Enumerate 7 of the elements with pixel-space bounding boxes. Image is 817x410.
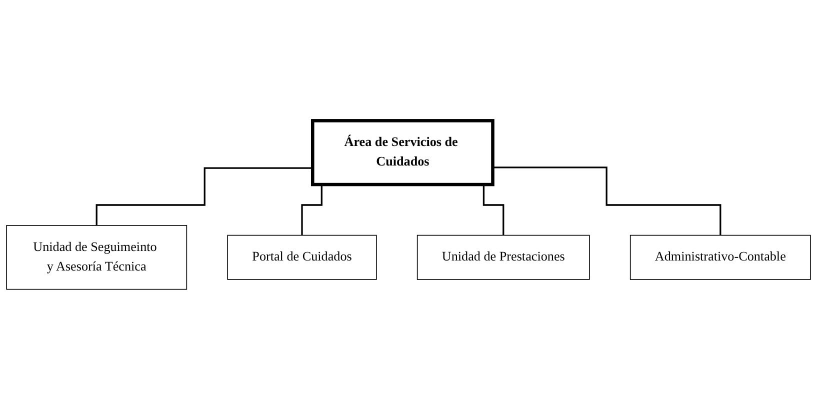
node-box: Portal de Cuidados — [227, 234, 377, 280]
node-box: Unidad de Seguimeinto y Asesoría Técnica — [6, 225, 188, 290]
node-box: Unidad de Prestaciones — [416, 234, 590, 280]
connector — [96, 167, 313, 226]
node-box: Administrativo-Contable — [630, 234, 811, 280]
node-box: Área de Servicios de Cuidados — [311, 119, 494, 186]
connector — [492, 166, 722, 236]
